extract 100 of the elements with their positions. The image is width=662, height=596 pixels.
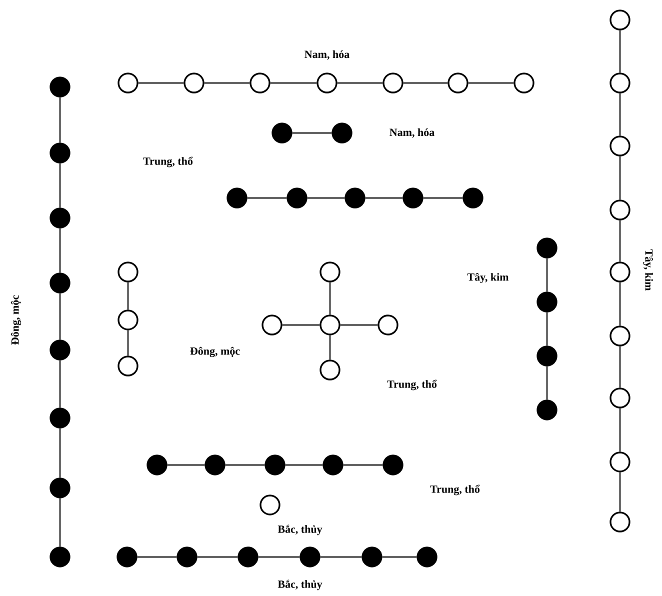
direction-label: Trung, thổ	[387, 380, 437, 390]
filled-dot	[362, 546, 382, 568]
hollow-circle	[118, 262, 138, 282]
hollow-circle	[320, 360, 340, 380]
hollow-circle	[316, 72, 338, 94]
connector-line	[340, 324, 378, 326]
filled-dot	[344, 188, 366, 208]
hollow-circle	[118, 310, 138, 330]
connector-line	[292, 132, 332, 134]
connector-line	[167, 464, 205, 466]
connector-line	[285, 464, 323, 466]
hollow-circle	[610, 262, 630, 282]
filled-dot	[536, 292, 558, 312]
connector-line	[59, 428, 61, 478]
connector-line	[619, 93, 621, 136]
hollow-circle	[610, 200, 630, 220]
filled-dot	[416, 546, 438, 568]
hollow-circle	[610, 136, 630, 156]
hollow-circle	[610, 388, 630, 408]
connector-line	[59, 293, 61, 340]
connector-line	[320, 556, 362, 558]
filled-dot	[50, 478, 70, 498]
direction-label: Bắc, thủy	[278, 580, 322, 590]
hollow-circle	[250, 72, 270, 94]
direction-label: Nam, hóa	[304, 50, 350, 60]
connector-line	[619, 408, 621, 452]
connector-line	[423, 197, 463, 199]
filled-dot	[238, 546, 258, 568]
connector-line	[403, 82, 448, 84]
connector-line	[247, 197, 287, 199]
filled-dot	[50, 340, 70, 360]
connector-line	[59, 228, 61, 273]
hollow-circle	[514, 72, 534, 94]
filled-dot	[50, 76, 70, 98]
connector-line	[59, 163, 61, 208]
direction-label: Tây, kim	[467, 272, 509, 284]
connector-line	[204, 82, 250, 84]
direction-label: Trung, thổ	[143, 156, 193, 168]
filled-dot	[50, 142, 70, 164]
filled-dot	[402, 188, 424, 208]
connector-line	[329, 335, 331, 360]
filled-dot	[322, 454, 344, 476]
connector-line	[546, 258, 548, 292]
connector-line	[138, 82, 184, 84]
filled-dot	[536, 346, 558, 366]
connector-line	[365, 197, 403, 199]
connector-line	[270, 82, 317, 84]
filled-dot	[286, 188, 308, 208]
filled-dot	[176, 546, 198, 568]
connector-line	[282, 324, 320, 326]
filled-dot	[382, 454, 404, 476]
hollow-circle	[610, 512, 630, 532]
direction-label: Trung, thổ	[430, 484, 480, 496]
hollow-circle	[262, 314, 282, 336]
connector-line	[619, 346, 621, 388]
connector-line	[307, 197, 345, 199]
filled-dot	[272, 122, 292, 144]
connector-line	[546, 312, 548, 346]
connector-line	[225, 464, 265, 466]
filled-dot	[204, 454, 226, 476]
connector-line	[619, 472, 621, 512]
connector-line	[59, 360, 61, 408]
connector-line	[468, 82, 514, 84]
direction-label: Bắc, thủy	[278, 524, 322, 536]
hollow-circle	[610, 72, 630, 94]
filled-dot	[50, 408, 70, 428]
direction-label: Tây, kim	[642, 249, 654, 291]
connector-line	[546, 366, 548, 400]
connector-line	[382, 556, 417, 558]
connector-line	[127, 282, 129, 310]
hollow-circle	[610, 452, 630, 472]
connector-line	[337, 82, 383, 84]
filled-dot	[50, 546, 70, 568]
connector-line	[197, 556, 238, 558]
connector-line	[59, 498, 61, 547]
connector-line	[619, 30, 621, 73]
filled-dot	[300, 546, 320, 568]
hollow-circle	[610, 326, 630, 346]
connector-line	[343, 464, 383, 466]
connector-line	[258, 556, 300, 558]
hollow-circle	[184, 72, 204, 94]
filled-dot	[462, 188, 484, 208]
filled-dot	[536, 400, 558, 420]
hollow-circle	[320, 314, 340, 336]
filled-dot	[50, 208, 70, 228]
hollow-circle	[382, 72, 404, 94]
connector-line	[127, 330, 129, 356]
hollow-circle	[378, 314, 398, 336]
hollow-circle	[448, 72, 468, 94]
connector-line	[619, 156, 621, 200]
direction-label: Đông, mộc	[190, 346, 240, 358]
direction-label: Nam, hóa	[390, 128, 434, 138]
direction-label: Đông, mộc	[10, 295, 22, 345]
filled-dot	[146, 454, 168, 476]
connector-line	[619, 220, 621, 262]
hollow-circle	[320, 262, 340, 282]
hollow-circle	[118, 356, 138, 376]
filled-dot	[50, 272, 70, 294]
hollow-circle	[118, 72, 138, 94]
hollow-circle	[260, 494, 280, 516]
